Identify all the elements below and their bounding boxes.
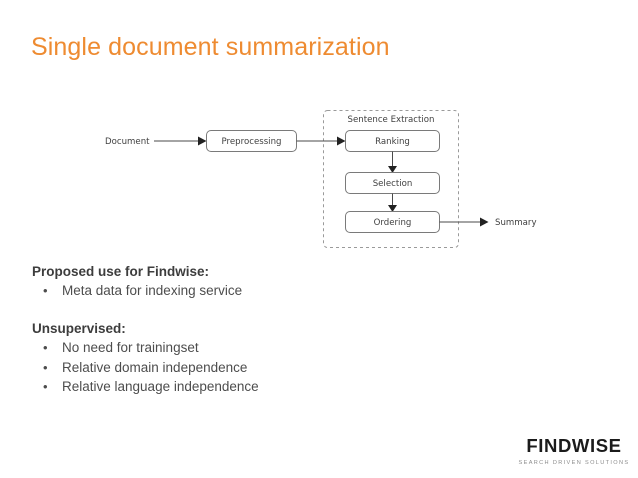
sentence-extraction-group-border [323, 110, 459, 248]
arrowhead-document-preprocessing [198, 136, 207, 146]
proposed-use-heading: Proposed use for Findwise: [32, 264, 210, 279]
page-title: Single document summarization [31, 33, 390, 61]
node-ordering-label: Ordering [374, 218, 412, 228]
list-item-label: Relative language independence [62, 379, 259, 394]
findwise-logo: FINDWISE SEARCH DRIVEN SOLUTIONS [518, 436, 630, 468]
sentence-extraction-group-label: Sentence Extraction [348, 115, 435, 125]
node-ranking-label: Ranking [375, 137, 410, 147]
proposed-use-bullet-list: • Meta data for indexing service [32, 281, 242, 301]
bullet-dot-icon: • [43, 379, 48, 394]
node-selection-label: Selection [373, 179, 413, 189]
unsupervised-heading: Unsupervised: [32, 321, 126, 336]
list-item-label: Relative domain independence [62, 359, 248, 375]
arrowhead-selection-ordering [388, 205, 397, 212]
diagram-input-label: Document [105, 137, 150, 147]
list-item: • Relative domain independence [32, 358, 259, 378]
list-item-label: No need for trainingset [62, 340, 199, 355]
arrowhead-preprocessing-ranking [337, 136, 346, 146]
list-item-label: Meta data for indexing service [62, 283, 243, 298]
bullet-dot-icon: • [43, 340, 48, 355]
logo-tagline: SEARCH DRIVEN SOLUTIONS [518, 460, 630, 466]
bullet-dot-icon: • [43, 359, 48, 375]
list-item: • Relative language independence [32, 377, 259, 397]
list-item: • No need for trainingset [32, 338, 259, 358]
bullet-dot-icon: • [43, 283, 48, 298]
summarization-pipeline-diagram: Sentence Extraction Document Preprocessi… [0, 95, 638, 255]
diagram-svg: Sentence Extraction Document Preprocessi… [105, 110, 537, 248]
proposed-use-block: Proposed use for Findwise: • Meta data f… [32, 262, 242, 301]
unsupervised-bullet-list: • No need for trainingset • Relative dom… [32, 338, 259, 397]
list-item: • Meta data for indexing service [32, 281, 242, 301]
logo-wordmark: FINDWISE [526, 435, 622, 456]
node-preprocessing-label: Preprocessing [222, 137, 282, 147]
arrowhead-ranking-selection [388, 166, 397, 173]
diagram-output-label: Summary [495, 218, 537, 228]
arrowhead-ordering-summary [480, 217, 489, 227]
unsupervised-block: Unsupervised: • No need for trainingset … [32, 319, 259, 397]
